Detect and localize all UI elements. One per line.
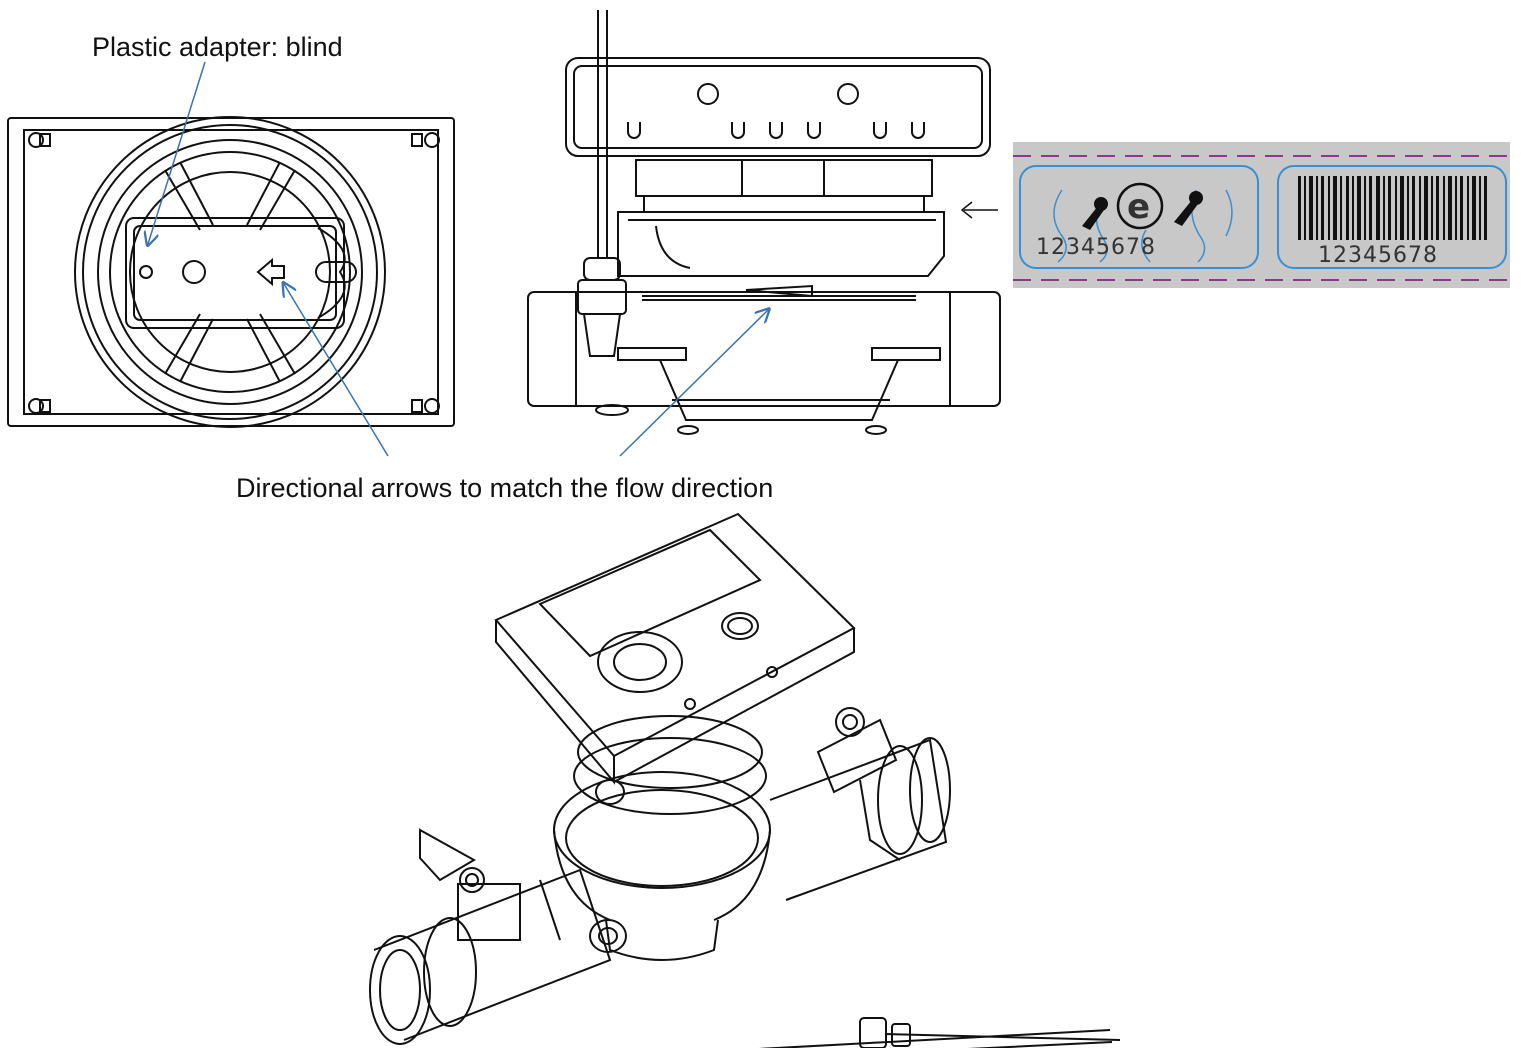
barcode-icon [1298, 176, 1487, 240]
seal-e-mark: e [1127, 187, 1151, 227]
meter-side-view [527, 10, 1001, 435]
callout-lines [148, 61, 768, 457]
flow-arrows-callout-label: Directional arrows to match the flow dir… [236, 473, 774, 503]
adapter-callout-label: Plastic adapter: blind [92, 32, 343, 62]
meter-isometric-view [369, 512, 1121, 1048]
seal-pointer-arrow [960, 201, 998, 219]
seal-number: 12345678 [1036, 235, 1156, 260]
security-seal-label: e 12345678 12345678 [1013, 142, 1510, 288]
adapter-front-view [7, 116, 455, 428]
barcode-number: 12345678 [1318, 243, 1438, 268]
